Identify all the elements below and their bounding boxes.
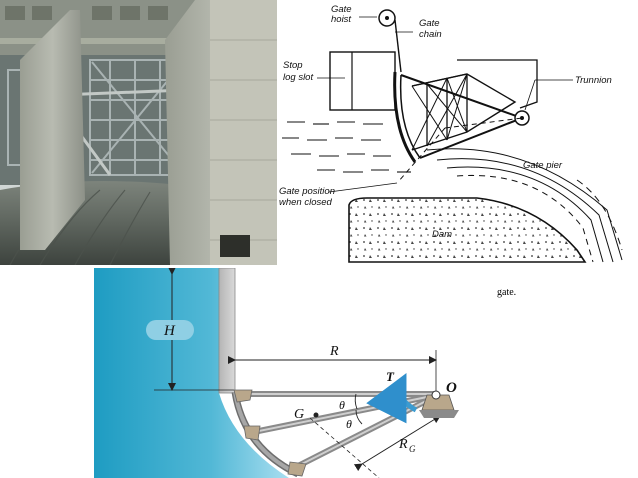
stop-log-slot: [317, 51, 396, 111]
torque-arrow-icon: [366, 373, 418, 424]
tainter-gate-force-drawing: H R G θ θ: [94, 268, 459, 478]
label-O: O: [446, 380, 457, 396]
label-RG-sub: G: [409, 444, 416, 454]
tainter-gate-force-diagram: H R G θ θ: [94, 268, 494, 478]
dam-photo-illustration: [0, 0, 277, 265]
label-gate-position-1: Gate position: [279, 186, 335, 197]
tainter-gate: [393, 71, 530, 163]
pivot-O-icon: [431, 390, 441, 400]
label-trunnion: Trunnion: [575, 75, 612, 86]
label-gate-chain-2: chain: [419, 29, 442, 40]
label-H: H: [163, 323, 176, 339]
label-stop-log-slot-1: Stop: [283, 60, 303, 71]
gate-chain-line: [394, 19, 402, 73]
label-theta-lower: θ: [346, 417, 352, 431]
label-gate-position-2: when closed: [279, 197, 333, 208]
label-gate-chain-1: Gate: [419, 18, 440, 29]
caption-fragment: gate.: [497, 287, 517, 298]
label-gate-hoist-1: Gate: [331, 4, 352, 15]
dam-photo: [0, 0, 277, 265]
label-RG-main: R: [398, 437, 408, 452]
gate-pier-wall: [218, 268, 236, 394]
centroid-G-dot: [313, 412, 319, 418]
dam-body: [348, 197, 587, 263]
label-gate-pier: Gate pier: [523, 160, 563, 171]
label-R: R: [329, 344, 339, 359]
hoist-pulley-icon: [378, 9, 396, 27]
rg-dimension-line: [353, 415, 441, 472]
label-gate-hoist-2: hoist: [331, 14, 351, 25]
water-surface-dashes: [282, 121, 411, 173]
tainter-gate-sketch-drawing: Gate hoist Gate chain Stop log slot Trun…: [279, 4, 623, 263]
label-stop-log-slot-2: log slot: [283, 72, 313, 83]
reservoir-water: [94, 268, 289, 478]
label-dam: Dam: [432, 229, 452, 240]
trunnion-support: [419, 390, 459, 418]
label-theta-upper: θ: [339, 398, 345, 412]
label-T: T: [386, 369, 395, 384]
tainter-gate-sketch: Gate hoist Gate chain Stop log slot Trun…: [277, 0, 638, 268]
label-G: G: [294, 407, 304, 422]
overflow-nappe-lines: [426, 148, 623, 263]
